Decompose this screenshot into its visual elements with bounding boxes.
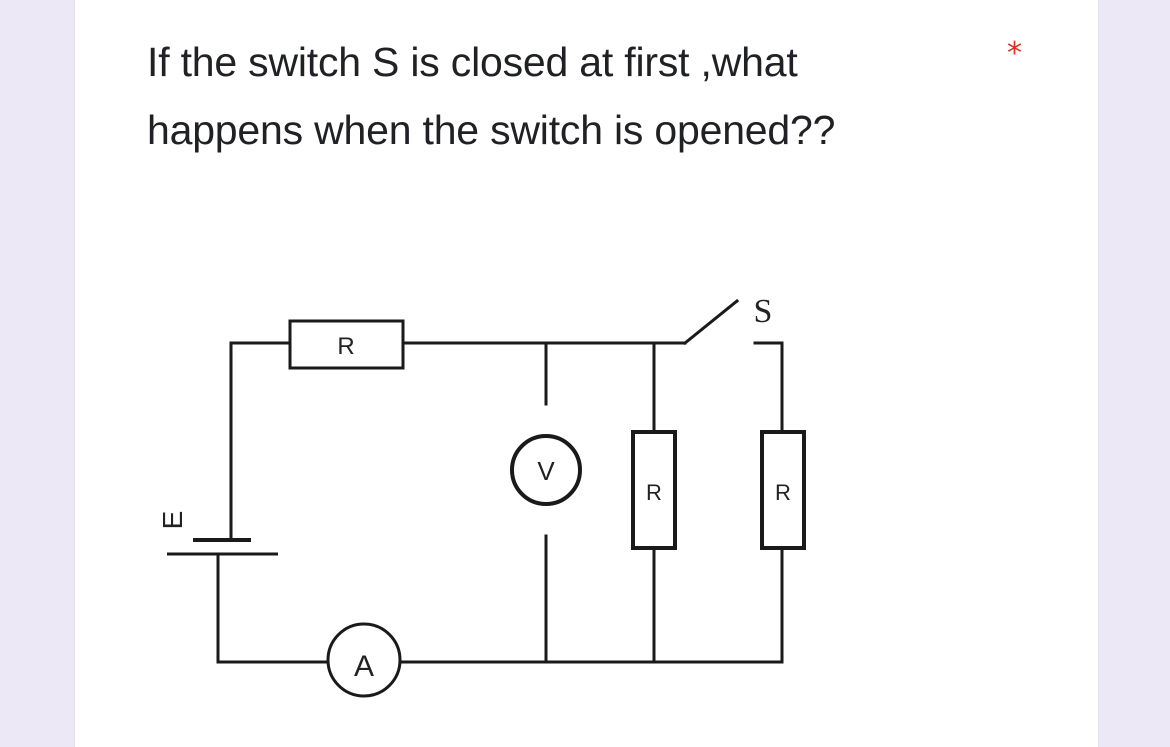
voltmeter bbox=[510, 434, 582, 506]
switch-blade bbox=[682, 298, 740, 346]
right-resistor-label: R bbox=[775, 480, 791, 505]
wire-switch-branch bbox=[753, 341, 784, 434]
middle-resistor bbox=[631, 430, 677, 550]
question-line-2: happens when the switch is opened?? bbox=[147, 107, 836, 153]
question-title: If the switch S is closed at first ,what… bbox=[147, 28, 947, 164]
right-resistor bbox=[760, 430, 806, 550]
question-line-1: If the switch S is closed at first ,what bbox=[147, 39, 798, 85]
middle-resistor-label: R bbox=[646, 480, 662, 505]
ammeter bbox=[326, 622, 402, 698]
required-asterisk: * bbox=[1007, 36, 1022, 71]
battery-label: E bbox=[157, 511, 188, 530]
wire-bottom bbox=[216, 552, 330, 664]
wire-top-left bbox=[229, 341, 292, 542]
switch-label: S bbox=[754, 293, 773, 330]
top-resistor-label: R bbox=[337, 333, 354, 360]
top-resistor bbox=[288, 319, 405, 370]
circuit-diagram: R S V R R E A bbox=[157, 293, 806, 698]
ammeter-label: A bbox=[354, 650, 374, 683]
voltmeter-label: V bbox=[537, 456, 555, 486]
question-card: If the switch S is closed at first ,what… bbox=[74, 0, 1099, 747]
